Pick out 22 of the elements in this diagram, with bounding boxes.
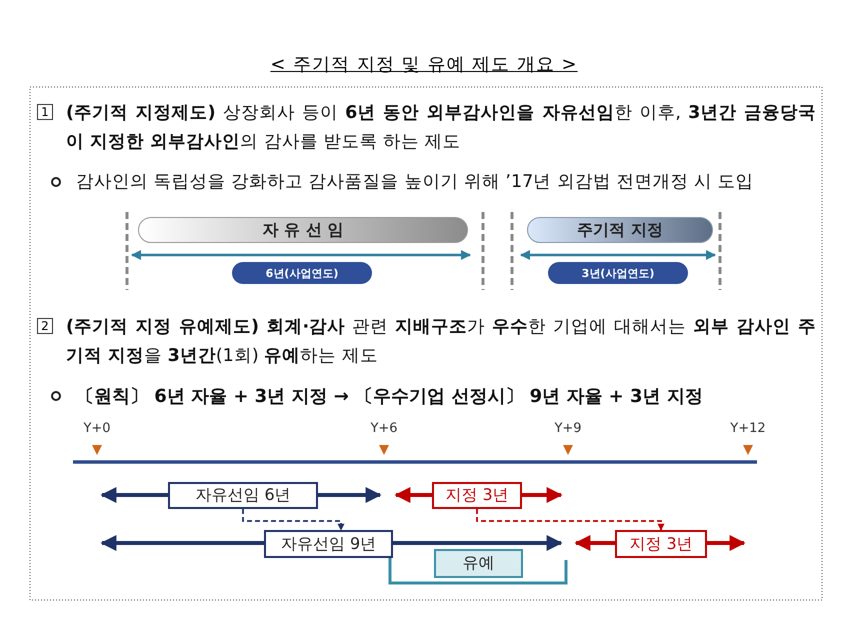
tick-label: Y+9 — [553, 421, 583, 436]
connector-arrow — [476, 509, 664, 531]
period-box: 자유선임 6년 — [168, 482, 318, 509]
item-number: 2 — [37, 318, 53, 334]
period-box: 자유선임 9년 — [264, 530, 393, 558]
duration-pill: 6년(사업연도) — [232, 262, 372, 284]
title: < 주기적 지정 및 유예 제도 개요 > — [270, 54, 578, 75]
period-box: 지정 3년 — [432, 482, 522, 509]
paragraph: 감사인의 독립성을 강화하고 감사품질을 높이기 위해 ’17년 외감법 전면개정 시 도입 — [76, 171, 754, 194]
period-bar: 자 유 선 임 — [138, 217, 468, 243]
item-number: 1 — [37, 104, 53, 120]
paragraph: 〔원칙〕 6년 자율 + 3년 지정 → 〔우수기업 선정시〕 9년 자율 + 3년 지정 — [76, 385, 704, 409]
tick-label: Y+0 — [82, 421, 112, 436]
grace-box: 유예 — [434, 549, 523, 578]
connector-arrow — [242, 509, 344, 531]
duration-pill: 3년(사업연도) — [548, 262, 688, 284]
paragraph: (주기적 지정제도) 상장회사 등이 6년 동안 외부감사인을 자유선임한 이후, 3년간 금융당국이 지정한 외부감사인의 감사를 받도록 하는 제도 — [66, 102, 816, 154]
tick-label: Y+12 — [729, 421, 767, 436]
period-bar: 주기적 지정 — [527, 217, 713, 243]
tick-label: Y+6 — [369, 421, 399, 436]
period-box: 지정 3년 — [615, 530, 707, 558]
paragraph: (주기적 지정 유예제도) 회계·감사 관련 지배구조가 우수한 기업에 대해서는 외부 감사인 주기적 지정을 3년간(1회) 유예하는 제도 — [66, 316, 816, 368]
